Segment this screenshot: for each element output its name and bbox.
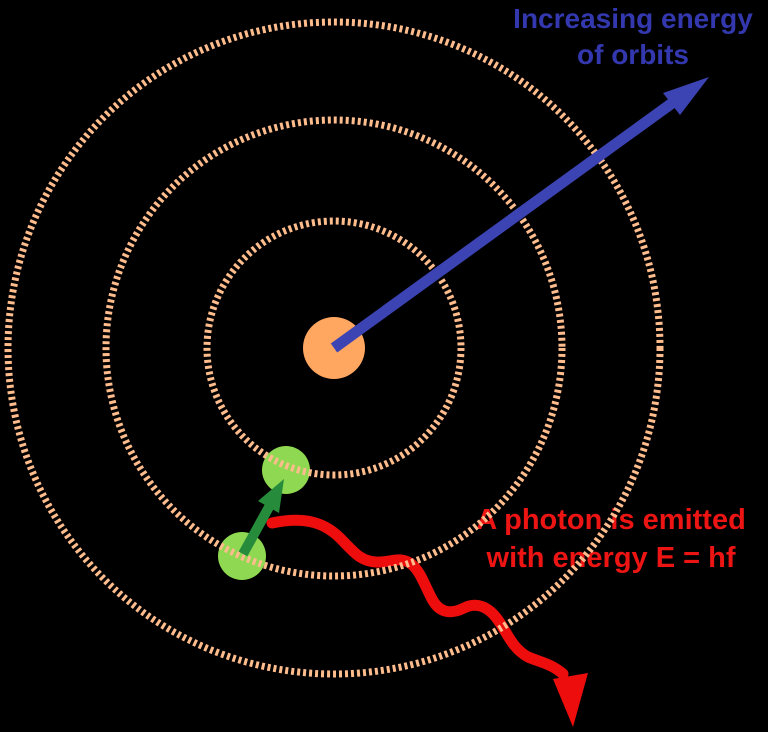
electron-final (262, 446, 310, 494)
photon-label-line2: with energy E = hf (486, 542, 736, 574)
transition-arrowhead-icon (258, 479, 284, 513)
photon-arrowhead-icon (553, 673, 588, 727)
energy-direction-arrow (330, 77, 709, 353)
energy-arrowhead-icon (663, 77, 709, 115)
energy-arrow-shaft (330, 96, 679, 353)
electron-transition-arrow (238, 479, 284, 557)
photon-wave-arrow (266, 514, 588, 727)
transition-arrow-shaft (238, 504, 274, 557)
orbit-outer (4, 18, 664, 678)
energy-label-line2: of orbits (577, 39, 689, 70)
energy-label-line1: Increasing energy (513, 3, 753, 34)
orbit-middle (102, 116, 566, 580)
photon-wave-path (266, 514, 569, 680)
orbit-inner (203, 217, 465, 479)
